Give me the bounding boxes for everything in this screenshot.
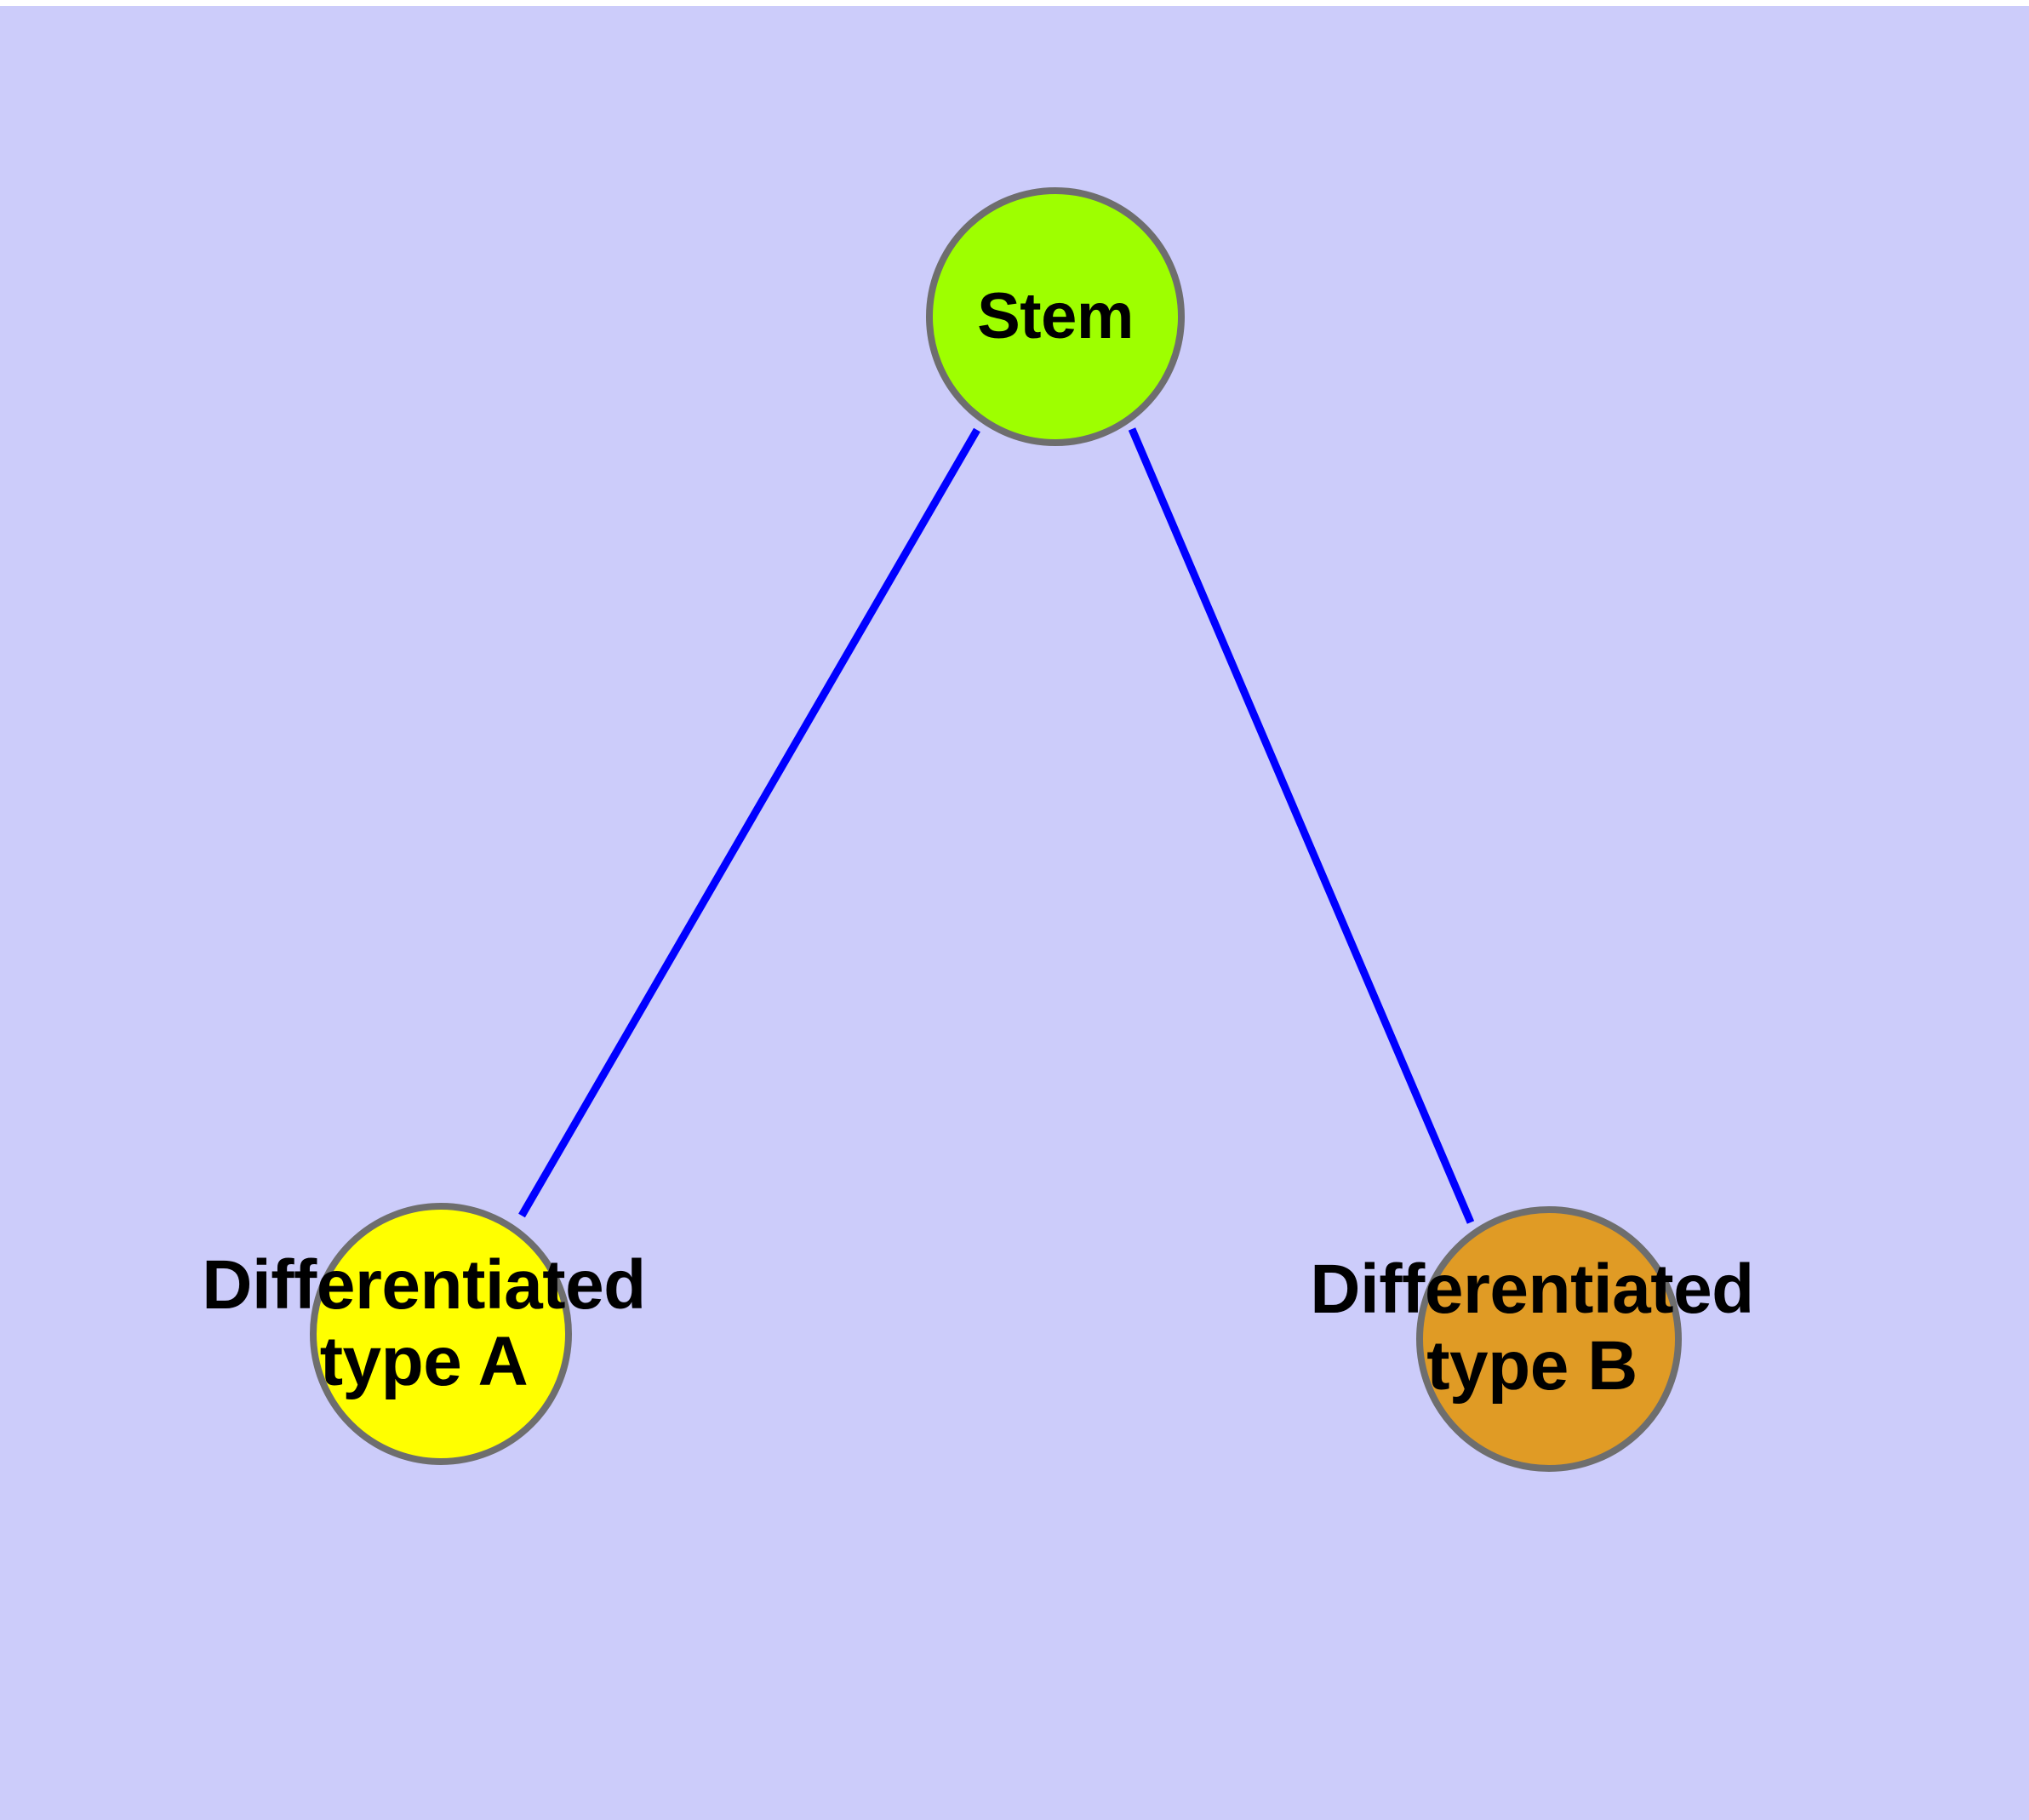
edge-stem-to-diff-b xyxy=(1128,427,1475,1224)
node-layer xyxy=(310,187,1682,1472)
node-stem[interactable] xyxy=(926,187,1185,446)
edge-layer xyxy=(518,427,1475,1224)
edge-stem-to-diff-a xyxy=(518,427,980,1218)
node-differentiated-type-a[interactable] xyxy=(310,1203,572,1465)
node-differentiated-type-b[interactable] xyxy=(1416,1206,1682,1472)
